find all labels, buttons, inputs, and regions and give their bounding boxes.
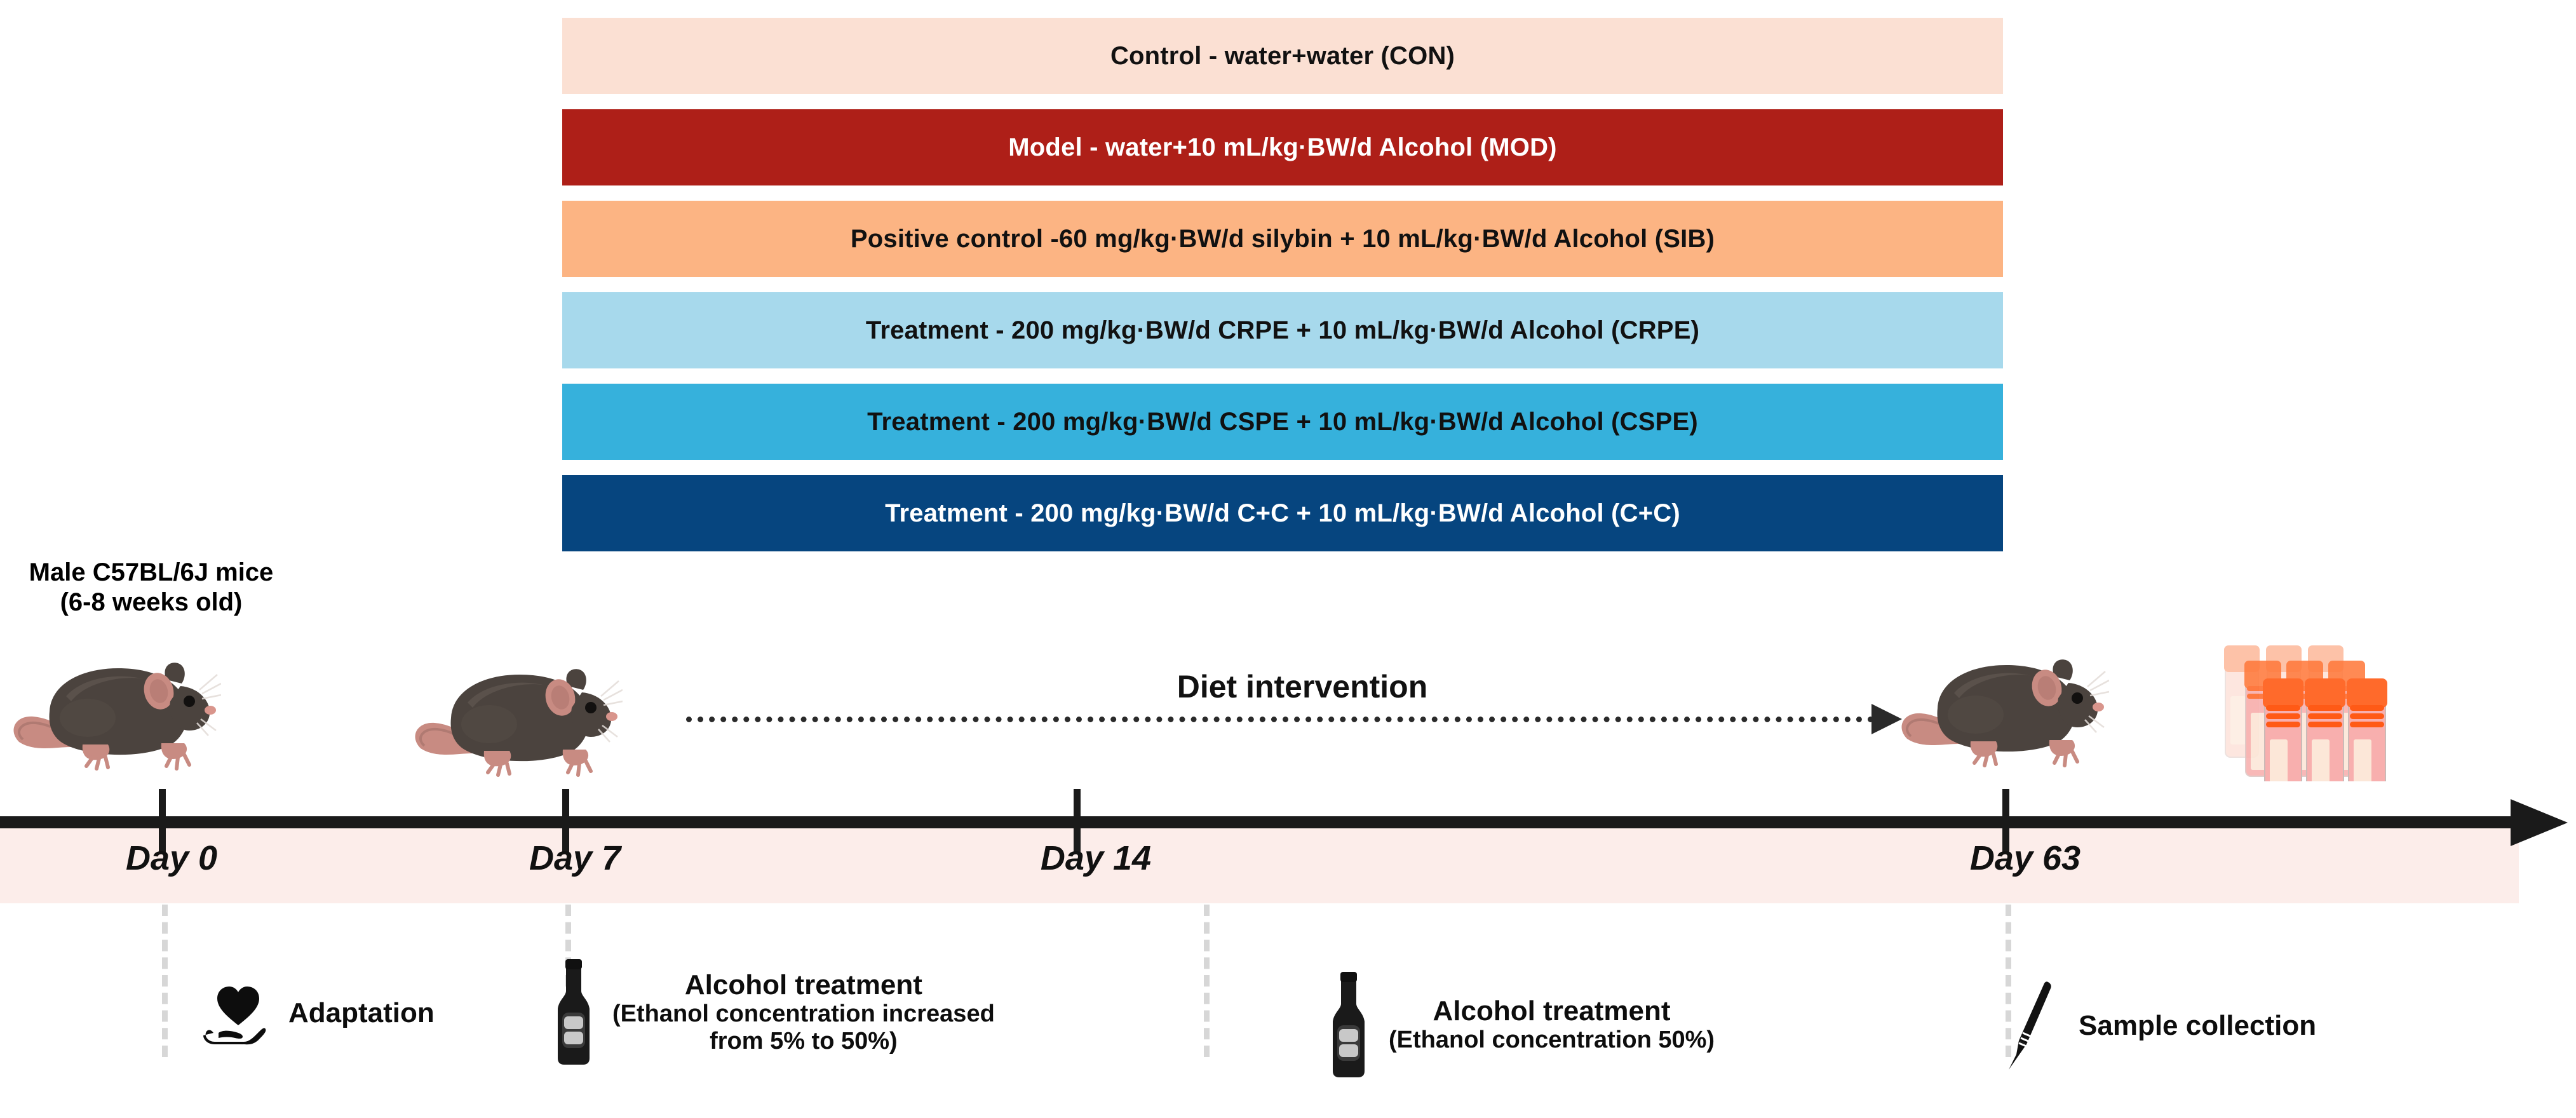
timeline-tick-day63 [2002,789,2009,852]
group-bar-sib: Positive control -60 mg/kg·BW/d silybin … [562,201,2003,277]
note-alcohol-2-title: Alcohol treatment [1433,995,1671,1027]
group-bar-label: Positive control -60 mg/kg·BW/d silybin … [850,225,1715,253]
note-adaptation-title: Adaptation [288,997,435,1029]
animal-model-caption: Male C57BL/6J mice (6-8 weeks old) [11,558,291,617]
timeline-guide-day0 [162,905,168,1057]
timeline-guide-day63 [2006,905,2011,1057]
group-bar-label: Treatment - 200 mg/kg·BW/d CRPE + 10 mL/… [865,316,1700,344]
note-alcohol-1-sub-b: from 5% to 50%) [710,1027,898,1054]
timeline-axis [0,816,2519,828]
group-bar-label: Treatment - 200 mg/kg·BW/d C+C + 10 mL/k… [885,499,1680,527]
timeline-tick-day0 [159,789,166,852]
needle-icon [2009,981,2051,1070]
alcohol-bottle-icon [1333,972,1365,1077]
animal-model-caption-line1: Male C57BL/6J mice [29,558,274,586]
animal-model-caption-line2: (6-8 weeks old) [60,588,243,617]
timeline-guide-day14 [1204,905,1210,1057]
note-alcohol-treatment-2: Alcohol treatment (Ethanol concentration… [1321,971,1715,1079]
timeline-label-day7: Day 7 [529,839,621,877]
note-alcohol-treatment-1: Alcohol treatment (Ethanol concentration… [546,958,995,1066]
note-adaptation-text: Adaptation [288,997,435,1028]
timeline-label-day14: Day 14 [1040,839,1152,877]
note-sample-collection-title: Sample collection [2079,1010,2317,1042]
timeline-band [0,827,2519,903]
diet-intervention-label: Diet intervention [1177,669,1428,704]
timeline-tick-day7 [562,789,569,852]
group-bar-cc: Treatment - 200 mg/kg·BW/d C+C + 10 mL/k… [562,475,2003,551]
timeline-label-day63: Day 63 [1969,839,2081,877]
timeline-label-day0: Day 0 [125,839,218,877]
sample-tubes-illustration [2224,645,2387,781]
diet-intervention-arrow-line [686,717,1874,722]
mouse-illustration-day63 [1901,659,2109,767]
timeline-tick-day14 [1074,789,1081,852]
note-sample-collection-text: Sample collection [2079,1010,2316,1041]
mouse-illustration-day0 [13,663,221,771]
note-alcohol-2-sub-a: (Ethanol concentration 50%) [1389,1027,1715,1054]
note-alcohol-1-title: Alcohol treatment [684,969,922,1000]
alcohol-bottle-icon [558,959,590,1065]
group-bar-con: Control - water+water (CON) [562,18,2003,94]
note-alcohol-1-sub-a: (Ethanol concentration increased [612,1000,995,1028]
group-bar-label: Treatment - 200 mg/kg·BW/d CSPE + 10 mL/… [867,408,1698,436]
note-alcohol-2-text: Alcohol treatment (Ethanol concentration… [1389,995,1715,1054]
note-alcohol-1-text: Alcohol treatment (Ethanol concentration… [612,969,995,1054]
mouse-illustration-day7 [415,669,623,777]
group-bar-crpe: Treatment - 200 mg/kg·BW/d CRPE + 10 mL/… [562,292,2003,368]
group-bar-mod: Model - water+10 mL/kg·BW/d Alcohol (MOD… [562,109,2003,185]
note-sample-collection: Sample collection [2001,978,2316,1074]
diet-intervention-arrow-head [1871,704,1902,734]
group-bar-cspe: Treatment - 200 mg/kg·BW/d CSPE + 10 mL/… [562,384,2003,460]
note-adaptation: Adaptation [203,978,435,1048]
group-bar-label: Control - water+water (CON) [1110,42,1455,70]
group-bar-label: Model - water+10 mL/kg·BW/d Alcohol (MOD… [1008,133,1557,161]
timeline-arrow-head [2511,799,2568,846]
heart-in-hand-icon [203,987,266,1045]
